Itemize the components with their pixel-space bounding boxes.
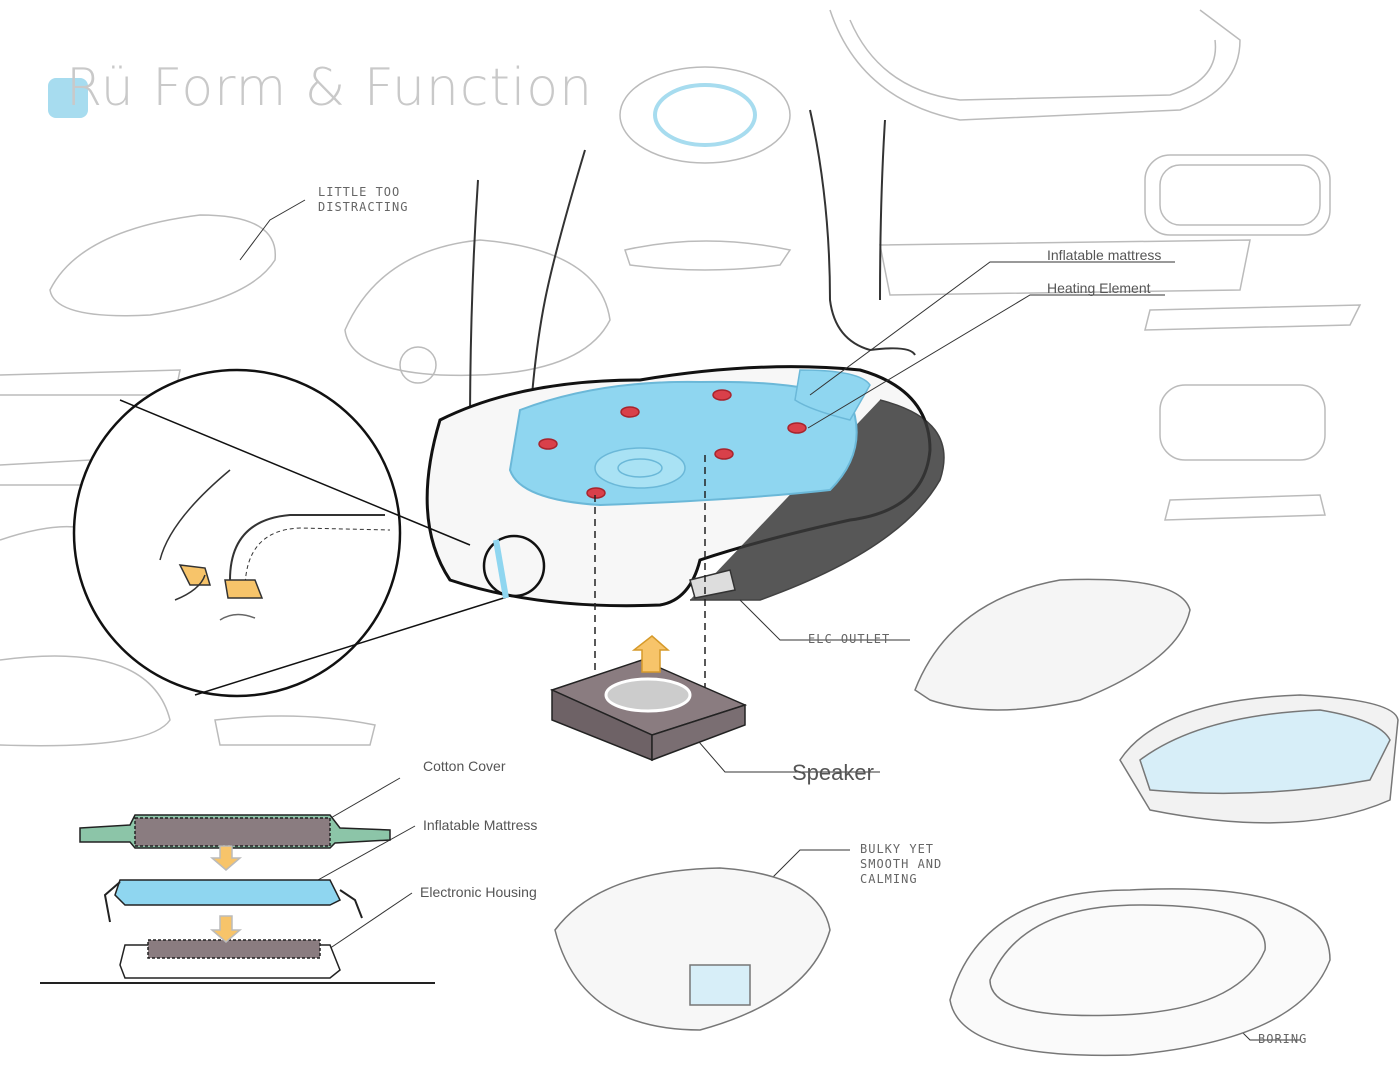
label-speaker: Speaker <box>792 760 874 785</box>
bg-sketch-top-right <box>829 9 1362 521</box>
note-little-too-distracting: LITTLE TOO DISTRACTING <box>318 185 409 214</box>
label-cotton-cover: Cotton Cover <box>423 758 506 774</box>
speaker-module <box>549 455 748 762</box>
hands-sketch <box>469 109 916 431</box>
heating-dot <box>620 406 640 418</box>
page-title: Rü Form & Function <box>66 58 594 118</box>
label-heating-element: Heating Element <box>1047 280 1151 296</box>
layers-diagram <box>40 814 435 984</box>
label-elc-outlet: ELC OUTLET <box>808 632 891 646</box>
main-device <box>425 365 945 608</box>
note-boring: BORING <box>1258 1032 1308 1046</box>
label-electronic-housing: Electronic Housing <box>420 884 537 900</box>
heating-dot <box>538 438 558 450</box>
title-badge <box>48 78 88 118</box>
note-bulky-yet-smooth: BULKY YET SMOOTH AND CALMING <box>860 842 943 886</box>
heating-dot <box>787 422 807 434</box>
heating-dot <box>712 389 732 401</box>
heating-dot <box>586 487 606 499</box>
label-inflatable-mattress: Inflatable Mattress <box>423 817 538 833</box>
label-inflatable-mattress-top: Inflatable mattress <box>1047 247 1162 263</box>
heating-dot <box>714 448 734 460</box>
concept-sketches-right <box>554 578 1399 1057</box>
bg-sketch-top-center <box>344 66 792 384</box>
detail-callout <box>72 368 546 698</box>
heating-dots <box>538 389 807 499</box>
